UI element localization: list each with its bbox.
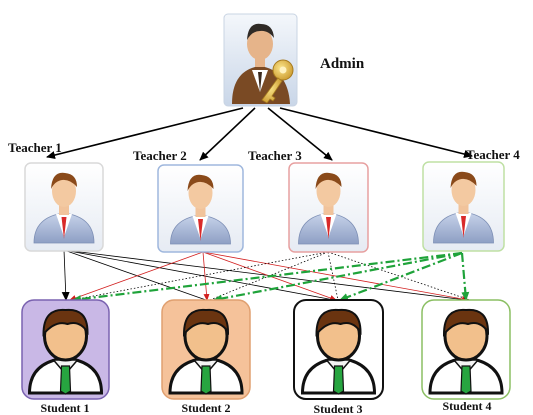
admin-key-icon [232,23,294,104]
teacher-nodes: Teacher 1 Teacher 2 Teacher 3 Teacher 4 [8,140,520,253]
student-icon [27,308,104,395]
link-t1-s1 [61,249,70,301]
student-node-2: Student 2 [161,299,251,415]
link-t2-s4 [202,251,469,302]
student-icon [168,308,244,395]
link-t3-s4 [327,251,471,301]
link-t4-s4 [460,252,470,301]
teacher-icon [33,172,95,244]
link-t3-s3 [327,251,339,301]
arrow-admin-to-teacher-1 [46,107,244,159]
student-label-1: Student 1 [40,401,89,415]
teacher-label-4: Teacher 4 [466,147,520,162]
teacher-icon [433,171,494,244]
arrow-admin-to-teacher-4 [279,107,473,158]
student-icon [300,308,377,395]
student-nodes: Student 1 Student 2 Student 3 Student 4 [21,299,511,415]
student-label-3: Student 3 [313,402,362,415]
link-t4-s3 [339,251,463,302]
teacher-2-links [69,251,469,302]
teacher-icon [170,174,231,245]
link-t1-s2 [63,249,207,301]
link-t2-s1 [69,251,204,301]
teacher-label-3: Teacher 3 [248,148,302,163]
link-t1-s4 [63,249,467,301]
student-icon [428,308,504,395]
link-t2-s2 [202,251,210,301]
link-t1-s3 [63,249,335,301]
admin-node: Admin [223,13,365,107]
teacher-student-links [61,249,471,304]
student-node-1: Student 1 [21,299,110,415]
admin-label: Admin [320,56,365,72]
teacher-node-1: Teacher 1 [8,140,104,252]
admin-arrows [46,107,473,161]
teacher-node-2: Teacher 2 [133,148,244,253]
teacher-4-links [72,251,470,304]
teacher-node-3: Teacher 3 [248,148,369,253]
teacher-label-1: Teacher 1 [8,140,62,155]
student-label-2: Student 2 [181,401,230,415]
student-node-3: Student 3 [293,299,384,415]
teacher-label-2: Teacher 2 [133,148,187,163]
teacher-node-4: Teacher 4 [422,147,520,252]
teacher-icon [298,172,359,245]
link-t3-s1 [71,251,329,301]
teacher-1-links [61,249,467,301]
student-node-4: Student 4 [421,299,511,413]
link-t4-s1 [72,251,463,304]
student-label-4: Student 4 [442,399,491,413]
arrow-admin-to-teacher-2 [199,107,256,161]
arrow-admin-to-teacher-3 [267,107,333,161]
link-t4-s2 [213,251,463,303]
